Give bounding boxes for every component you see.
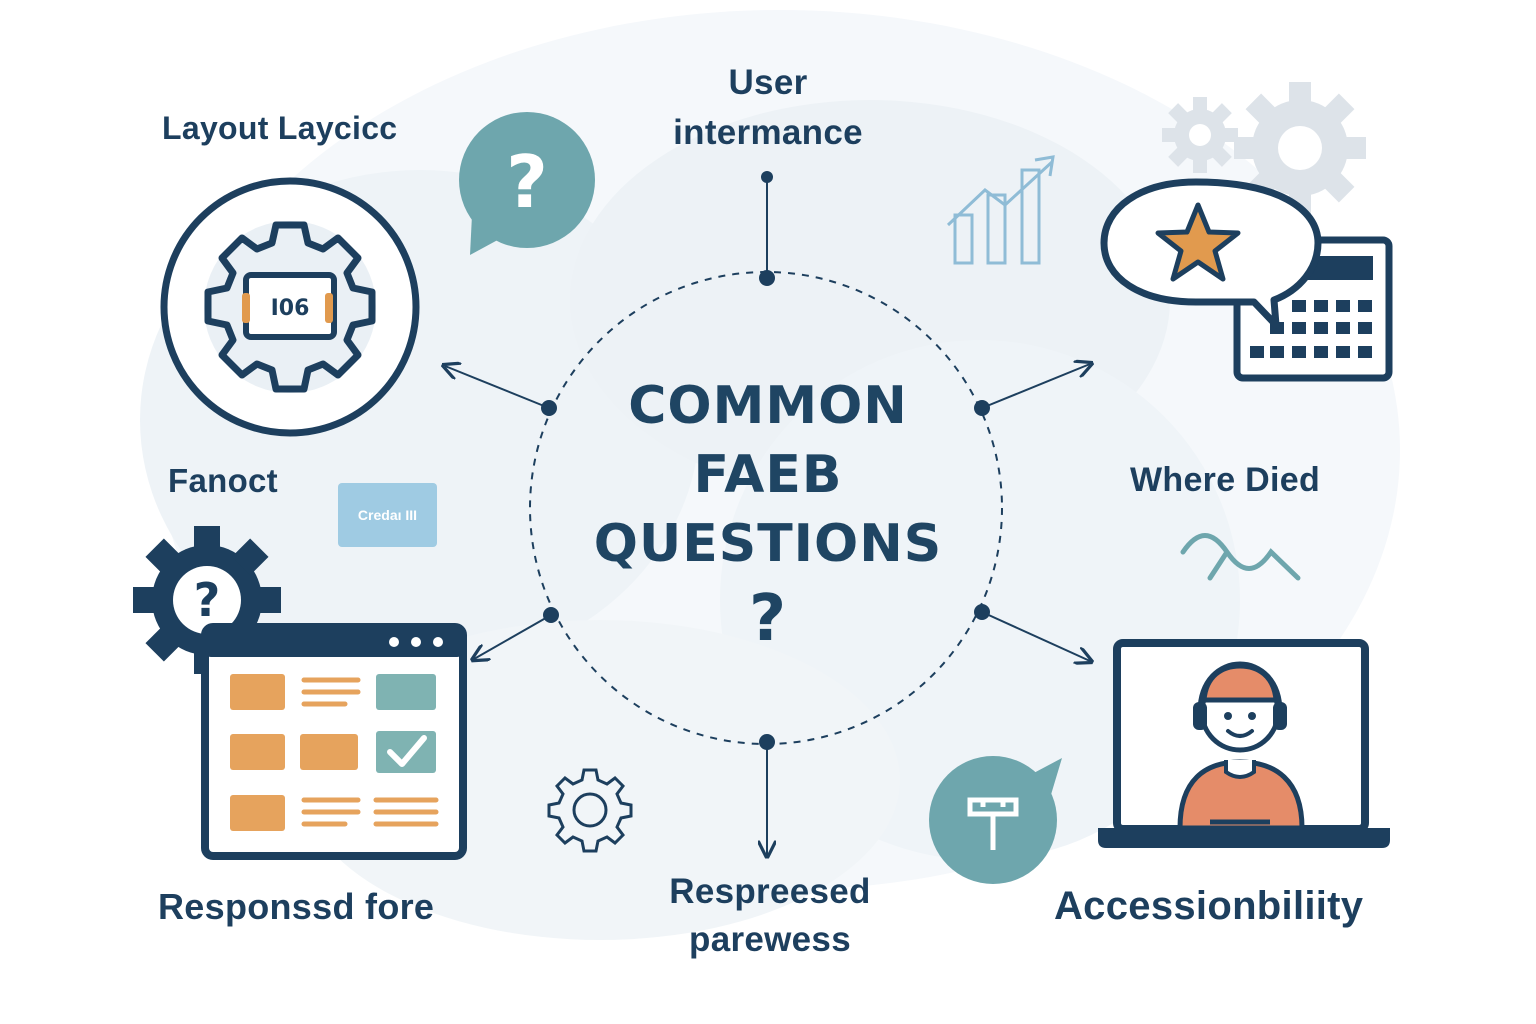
label-bottom-line1: Respreesed — [669, 872, 871, 911]
chat-bubble-icon — [929, 756, 1062, 884]
label-mid-right: Where Died — [1130, 461, 1321, 499]
wave-icon — [1180, 533, 1301, 581]
center-question-mark: ? — [748, 582, 788, 656]
label-bottom-right: Accessionbiliity — [1054, 884, 1364, 928]
label-top-line1: User — [728, 63, 808, 102]
connectors — [445, 178, 1090, 855]
person-headset-laptop-icon — [1098, 639, 1390, 848]
label-bottom: Respreesed parewess — [620, 868, 920, 964]
label-top-line2: intermance — [673, 113, 863, 152]
center-title-line2: FAEB — [693, 445, 843, 505]
question-bubble-icon: ? — [459, 112, 595, 255]
small-gear-icon — [547, 768, 633, 853]
label-top: User intermance — [0, 58, 1536, 158]
star-bubble-icon — [1100, 178, 1322, 329]
connector-dots — [541, 171, 990, 750]
gear-badge-text: I06 — [271, 296, 310, 321]
center-title: COMMON FAEB QUESTIONS ? — [530, 380, 1006, 668]
label-top-left: Layout Laycicc — [162, 110, 398, 146]
browser-grid-icon — [201, 623, 467, 860]
gears-icon — [1162, 82, 1366, 214]
center-title-line1: COMMON — [628, 376, 908, 436]
gear-question-mark: ? — [194, 573, 221, 627]
label-mid-left: Fanoct — [168, 462, 278, 499]
bar-chart-up-icon — [946, 155, 1055, 265]
label-bottom-line2: parewess — [689, 920, 851, 959]
center-title-line3: QUESTIONS — [593, 514, 943, 574]
gear-screen-icon: I06 — [160, 177, 420, 437]
question-mark: ? — [506, 140, 548, 224]
label-bottom-left: Responssd fore — [158, 886, 435, 927]
chip-badge: Credaı III — [338, 483, 437, 547]
